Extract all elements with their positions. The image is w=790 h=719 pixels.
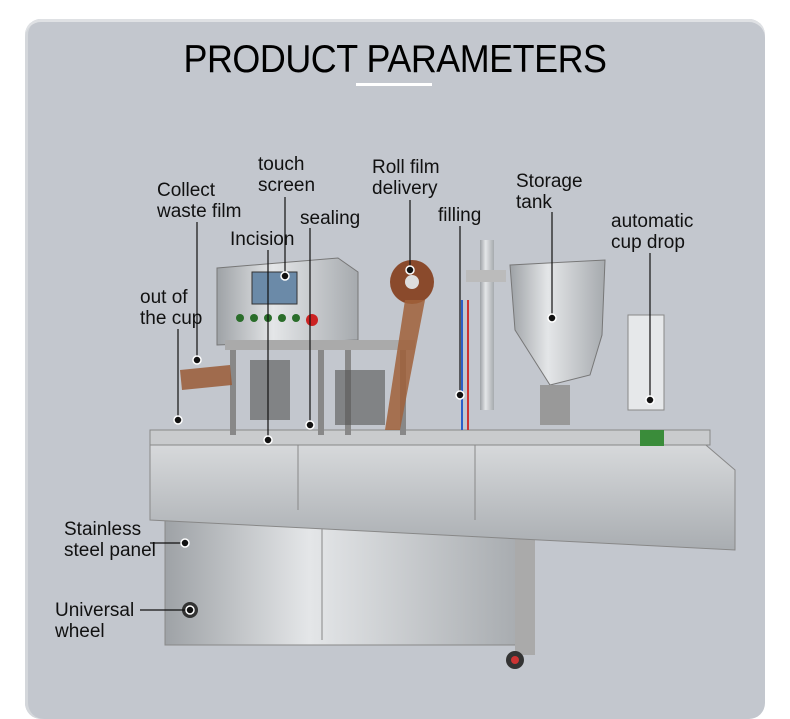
label-collect-waste-film: Collect waste film [157, 180, 242, 222]
label-stainless-steel-panel: Stainless steel panel [64, 519, 156, 561]
marker-dot [263, 435, 273, 445]
cup-sealing-machine-illustration [149, 240, 736, 669]
marker-dot [185, 605, 195, 615]
label-universal-wheel: Universal wheel [55, 600, 135, 642]
marker-dot [645, 395, 655, 405]
leader-lines [140, 197, 655, 615]
marker-dot [455, 390, 465, 400]
label-touch-screen: touch screen [258, 154, 316, 196]
label-sealing: sealing [300, 208, 361, 229]
storage-tank [509, 259, 606, 386]
page-title: PRODUCT PARAMETERS [183, 38, 607, 81]
cup-stack [627, 314, 665, 411]
marker-dot [405, 265, 415, 275]
marker-dot [547, 313, 557, 323]
marker-dot [180, 538, 190, 548]
label-storage-tank: Storage tank [516, 171, 583, 213]
marker-dot [173, 415, 183, 425]
label-automatic-cup-drop: automatic cup drop [611, 211, 694, 253]
marker-dot [305, 420, 315, 430]
label-roll-film-delivery: Roll film delivery [372, 157, 440, 199]
marker-dot [192, 355, 202, 365]
label-out-of-the-cup: out of the cup [140, 287, 203, 329]
label-filling: filling [438, 205, 482, 226]
title-underline [356, 83, 432, 86]
marker-dot [280, 271, 290, 281]
label-incision: Incision [230, 229, 295, 250]
